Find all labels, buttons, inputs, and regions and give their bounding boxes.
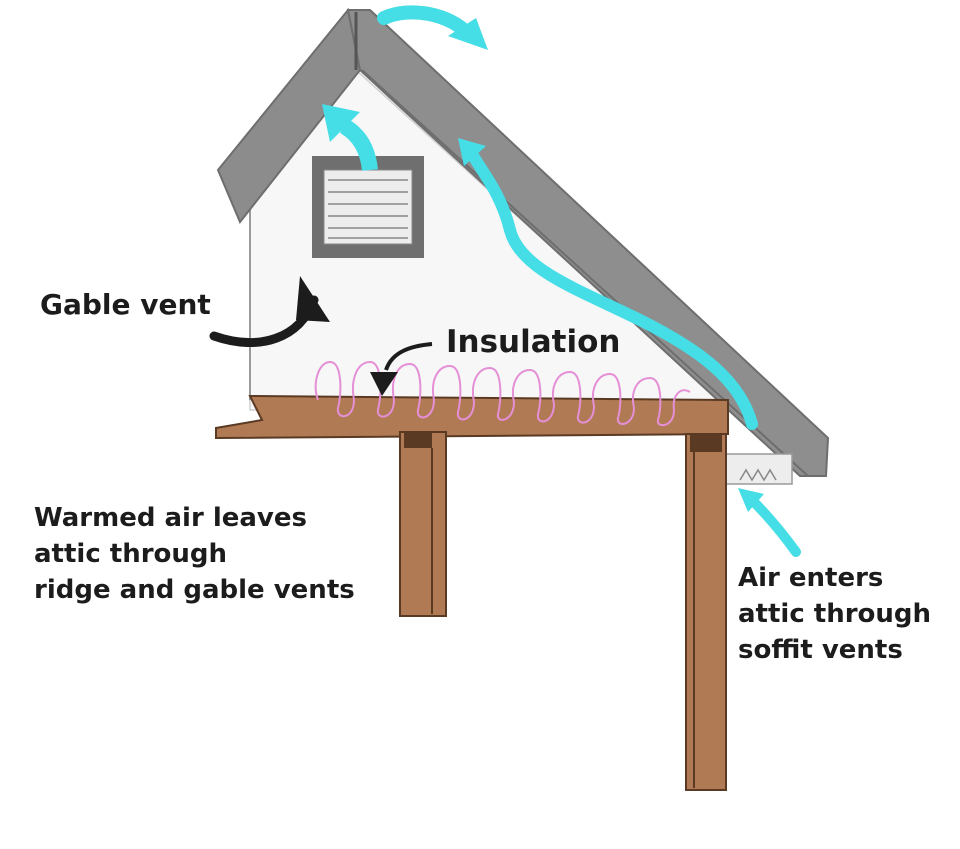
soffit-air-caption: Air enters attic through soffit vents [738,563,932,665]
airflow-arrow-icon [322,5,801,557]
insulation-label: Insulation [446,324,621,360]
roof-underside-line [361,69,809,477]
louver-vent-icon [312,156,424,258]
soffit-vent-icon [725,453,793,485]
warmed-air-caption: Warmed air leaves attic through ridge an… [34,503,355,605]
pointer-arrow-icon [209,276,433,396]
gable-vent-label: Gable vent [40,288,211,321]
interior-wall-stud [399,431,447,617]
exterior-wall-stud [685,433,727,791]
ceiling-joist [215,394,729,440]
